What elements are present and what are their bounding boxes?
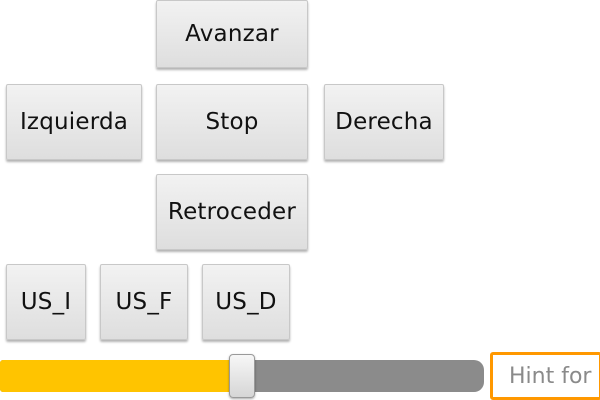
left-button[interactable]: Izquierda	[6, 84, 142, 160]
slider-thumb[interactable]	[229, 354, 255, 398]
speed-slider[interactable]	[0, 354, 484, 398]
right-button[interactable]: Derecha	[324, 84, 444, 160]
backward-button[interactable]: Retroceder	[156, 174, 308, 250]
text-input[interactable]	[493, 355, 599, 397]
stop-button[interactable]: Stop	[156, 84, 308, 160]
forward-button[interactable]: Avanzar	[156, 0, 308, 68]
slider-fill	[0, 360, 242, 392]
text-input-box[interactable]	[490, 352, 600, 400]
ultrasonic-front-button[interactable]: US_F	[100, 264, 188, 340]
ultrasonic-left-button[interactable]: US_I	[6, 264, 86, 340]
ultrasonic-right-button[interactable]: US_D	[202, 264, 290, 340]
